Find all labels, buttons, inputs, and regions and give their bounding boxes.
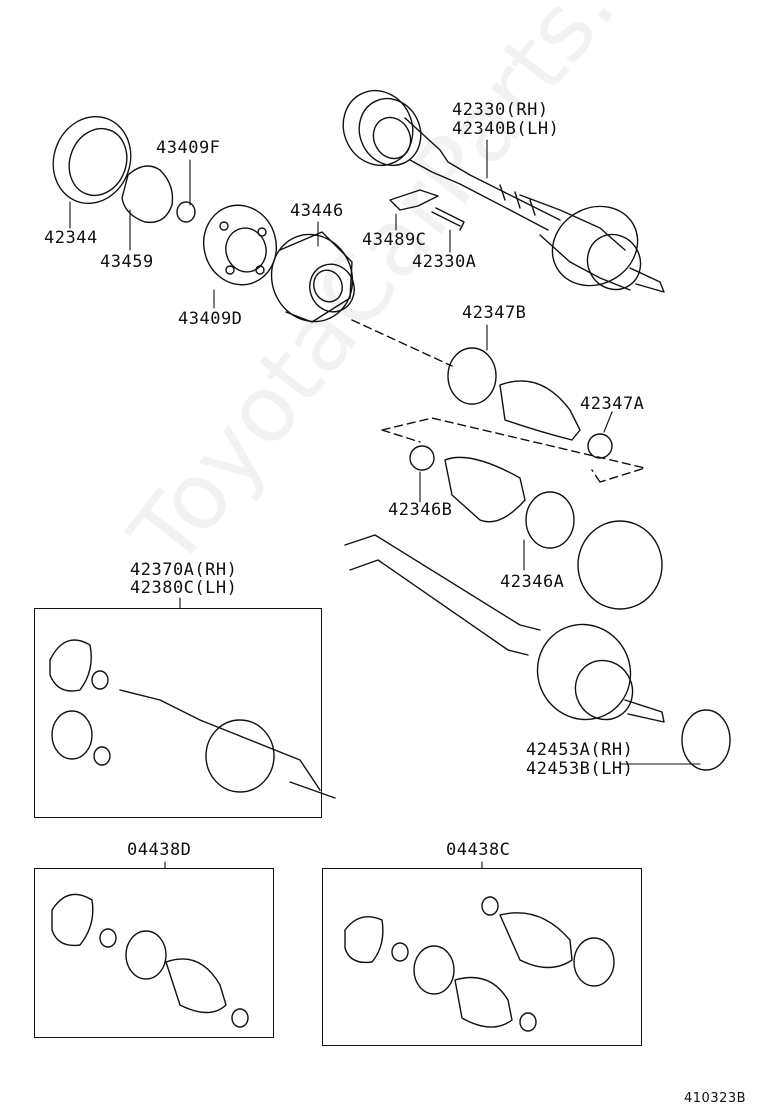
part-label-42453b-lh[interactable]: 42453B(LH) [526, 759, 634, 779]
band-42346a [525, 491, 575, 549]
gasket-43459 [121, 165, 174, 224]
part-label-42347b[interactable]: 42347B [462, 303, 527, 323]
drive-shaft-lower [344, 534, 665, 723]
boot-middle [444, 456, 526, 523]
part-label-04438c[interactable]: 04438C [446, 840, 511, 860]
kit-04438d-drawing [51, 893, 249, 1028]
boot-large-42346a [577, 520, 663, 610]
kit-box-04438d [34, 868, 274, 1038]
flange-43446 [270, 231, 355, 323]
ring-42344 [52, 115, 132, 205]
kit-04438c-drawing [344, 896, 615, 1032]
leader-lines [69, 139, 701, 869]
part-label-43409d[interactable]: 43409D [178, 309, 243, 329]
part-label-42453a-rh[interactable]: 42453A(RH) [526, 740, 634, 760]
plate-43489c [389, 189, 439, 211]
part-label-42330-rh[interactable]: 42330(RH) [452, 100, 549, 120]
kit-box-04438c [322, 868, 642, 1046]
boot-upper [499, 380, 581, 441]
guide-box [381, 417, 646, 483]
part-label-43459[interactable]: 43459 [100, 252, 154, 272]
ring-43409f [176, 201, 196, 223]
part-label-42346b[interactable]: 42346B [388, 500, 453, 520]
part-label-42330a[interactable]: 42330A [412, 252, 477, 272]
joint-43409d [203, 204, 277, 286]
seal-42453 [681, 709, 731, 771]
drive-shaft-upper [342, 89, 665, 293]
part-label-42347a[interactable]: 42347A [580, 394, 645, 414]
guide-line [351, 319, 453, 367]
part-label-42344[interactable]: 42344 [44, 228, 98, 248]
clamp-42347a [587, 433, 613, 459]
part-label-43489c[interactable]: 43489C [362, 230, 427, 250]
part-label-04438d[interactable]: 04438D [127, 840, 192, 860]
clamp-42346b [409, 445, 435, 471]
part-label-43409f[interactable]: 43409F [156, 138, 221, 158]
part-label-42380c-lh[interactable]: 42380C(LH) [130, 578, 238, 598]
part-label-42346a[interactable]: 42346A [500, 572, 565, 592]
part-label-42340b-lh[interactable]: 42340B(LH) [452, 119, 560, 139]
kit-box-42370a [34, 608, 322, 818]
part-label-42370a-rh[interactable]: 42370A(RH) [130, 560, 238, 580]
kit-42370a-drawing [49, 639, 336, 799]
diagram-code: 410323B [684, 1091, 747, 1106]
bolt-42330a [431, 207, 465, 231]
part-label-43446[interactable]: 43446 [290, 201, 344, 221]
band-42347b [447, 347, 497, 405]
